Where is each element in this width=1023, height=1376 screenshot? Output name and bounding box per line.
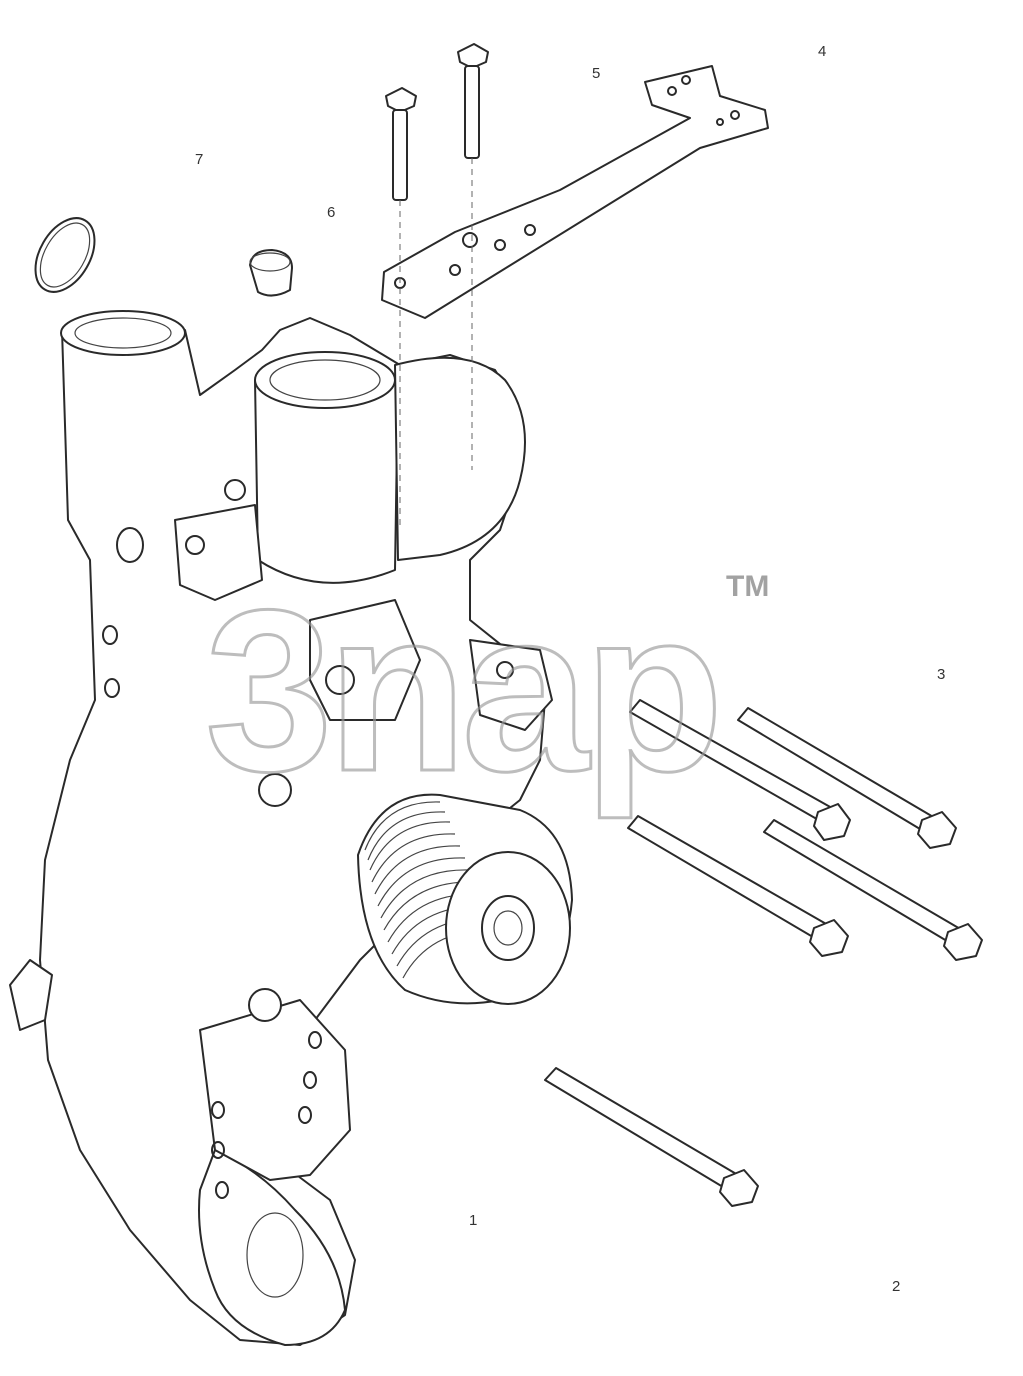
part-1-pulley [357, 793, 573, 1005]
bolt-short-a [385, 87, 417, 201]
callout-7: 7 [195, 151, 203, 168]
callout-2: 2 [892, 1278, 900, 1295]
long-bolt-c [627, 815, 849, 957]
part-4-bracket-plate [381, 65, 769, 319]
part-1-water-pump-housing [9, 310, 553, 1346]
callout-6: 6 [327, 204, 335, 221]
part-2-bolt [544, 1067, 759, 1207]
callout-4: 4 [818, 43, 826, 60]
watermark-logo: 3nap TM [204, 561, 770, 821]
callout-5: 5 [592, 65, 600, 82]
part-3-long-bolts [627, 699, 983, 961]
callout-3: 3 [937, 666, 945, 683]
bolt-short-b [457, 43, 489, 159]
part-7-o-ring [34, 217, 96, 293]
long-bolt-a [629, 699, 851, 841]
long-bolt-b [737, 707, 957, 849]
watermark-trademark: TM [726, 570, 769, 603]
long-bolt-d [763, 819, 983, 961]
part-5-short-bolts [385, 43, 489, 530]
watermark-text: 3nap [205, 562, 718, 819]
part-6-plug [249, 249, 293, 297]
callout-1: 1 [469, 1212, 477, 1229]
